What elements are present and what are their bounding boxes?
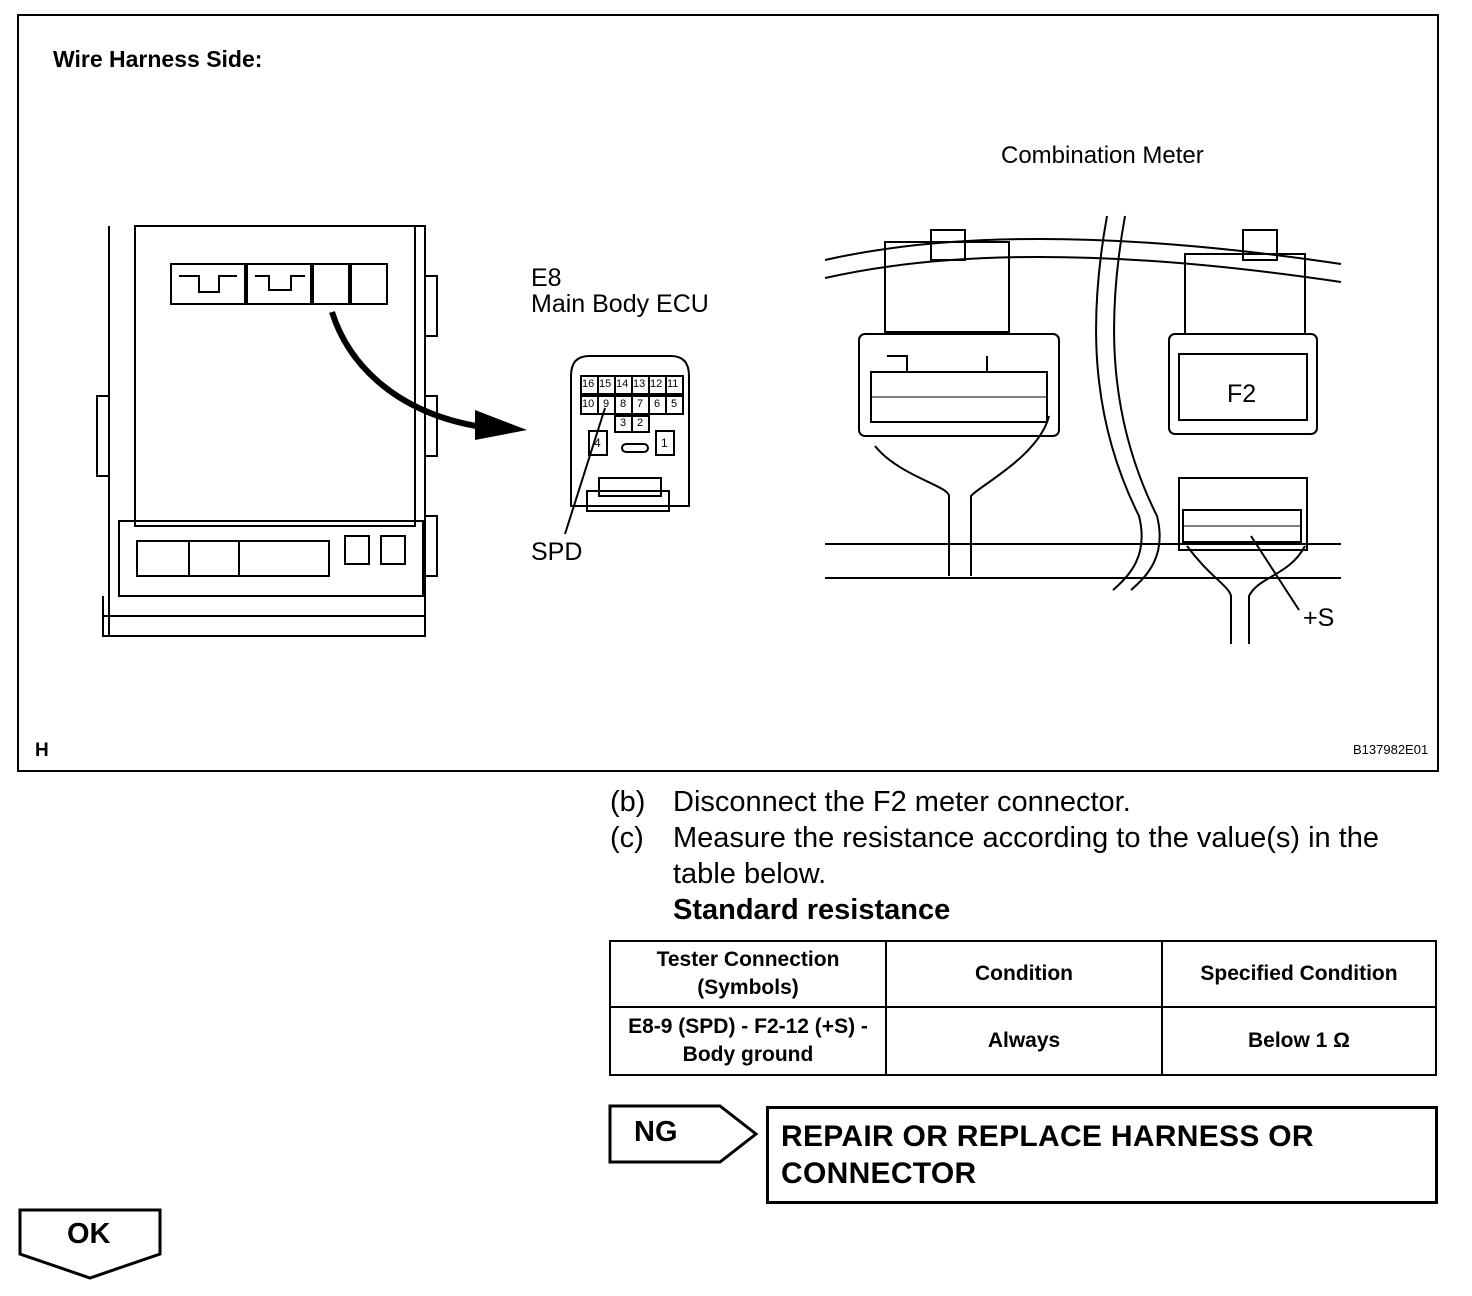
meter-title: Combination Meter bbox=[1001, 142, 1204, 169]
cell-specified: Below 1 Ω bbox=[1161, 1006, 1437, 1076]
step-b-letter: (b) bbox=[610, 786, 646, 818]
ecu-pin-16: 16 bbox=[582, 378, 595, 390]
ecu-pin-15: 15 bbox=[599, 378, 612, 390]
figure-heading: Wire Harness Side: bbox=[53, 46, 263, 72]
header-specified-condition: Specified Condition bbox=[1161, 940, 1437, 1008]
header-tester-connection: Tester Connection (Symbols) bbox=[609, 940, 887, 1008]
resistance-table: Tester Connection (Symbols) Condition Sp… bbox=[609, 940, 1437, 1076]
step-c-text-line2: table below. bbox=[673, 858, 827, 890]
cell-connection-line2: Body ground bbox=[682, 1043, 814, 1066]
ecu-pin-10: 10 bbox=[582, 398, 595, 410]
ecu-pin-9: 9 bbox=[603, 398, 610, 410]
spd-label: SPD bbox=[531, 538, 583, 566]
ecu-pin-1: 1 bbox=[661, 436, 668, 450]
ecu-pin-2: 2 bbox=[637, 417, 644, 429]
cell-condition: Always bbox=[885, 1006, 1163, 1076]
ecu-code: E8 bbox=[531, 264, 562, 292]
ecu-name: Main Body ECU bbox=[531, 290, 709, 318]
step-b-text: Disconnect the F2 meter connector. bbox=[673, 786, 1131, 818]
ecu-pin-4: 4 bbox=[594, 436, 601, 450]
cell-connection: E8-9 (SPD) - F2-12 (+S) - Body ground bbox=[609, 1006, 887, 1076]
table-header-row: Tester Connection (Symbols) Condition Sp… bbox=[609, 940, 1437, 1008]
ecu-pin-3: 3 bbox=[620, 417, 627, 429]
ng-label: NG bbox=[634, 1116, 678, 1148]
wiring-diagram: Wire Harness Side: Combination Meter E8 … bbox=[17, 14, 1439, 772]
plus-s-label: +S bbox=[1303, 604, 1335, 632]
ng-action-line2: CONNECTOR bbox=[781, 1157, 977, 1190]
figure-code: B137982E01 bbox=[1353, 742, 1429, 757]
header-tester-connection-line2: (Symbols) bbox=[697, 976, 799, 999]
ok-arrow bbox=[18, 1208, 162, 1280]
ng-arrow bbox=[608, 1104, 759, 1164]
ecu-pin-8: 8 bbox=[620, 398, 627, 410]
header-condition: Condition bbox=[885, 940, 1163, 1008]
ecu-pin-11: 11 bbox=[667, 378, 679, 390]
connector-illustration bbox=[96, 215, 1342, 644]
ecu-pin-7: 7 bbox=[637, 398, 644, 410]
ecu-pin-13: 13 bbox=[633, 378, 646, 390]
ecu-pin-5: 5 bbox=[671, 398, 678, 410]
step-c-text: Measure the resistance according to the … bbox=[673, 822, 1380, 854]
ng-action-box: REPAIR OR REPLACE HARNESS OR CONNECTOR bbox=[766, 1106, 1438, 1204]
ecu-pin-14: 14 bbox=[616, 378, 629, 390]
ecu-pin-12: 12 bbox=[650, 378, 663, 390]
cell-connection-line1: E8-9 (SPD) - F2-12 (+S) - bbox=[628, 1015, 868, 1038]
table-row: E8-9 (SPD) - F2-12 (+S) - Body ground Al… bbox=[609, 1006, 1437, 1076]
f2-label: F2 bbox=[1227, 380, 1257, 408]
step-c-letter: (c) bbox=[610, 822, 644, 854]
ok-label: OK bbox=[67, 1218, 111, 1250]
ng-action-line1: REPAIR OR REPLACE HARNESS OR bbox=[781, 1120, 1314, 1153]
ecu-pin-6: 6 bbox=[654, 398, 661, 410]
standard-title-text: Standard resistance bbox=[673, 894, 951, 926]
corner-letter: H bbox=[35, 740, 49, 761]
header-tester-connection-line1: Tester Connection bbox=[656, 948, 840, 971]
